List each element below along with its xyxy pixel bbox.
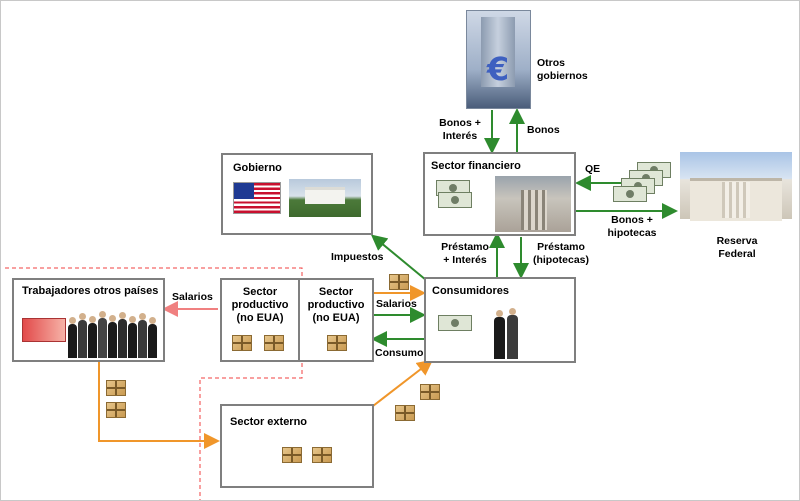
- prestamo-hipotecas-label: Préstamo (hipotecas): [532, 241, 589, 266]
- bank-building-image: [495, 176, 571, 232]
- prestamo-interes-label: Préstamo + Interés: [441, 241, 489, 266]
- arrow-trabajadores-externo: [98, 362, 220, 449]
- sector-externo-title: Sector externo: [230, 416, 308, 428]
- consumidores-title: Consumidores: [432, 285, 510, 297]
- box-crate-icon: [232, 335, 252, 351]
- money-bill-icon: [438, 315, 472, 331]
- box-crate-icon: [395, 405, 415, 421]
- reserva-federal-label: Reserva Federal: [716, 235, 758, 260]
- sector-productivo-title-1: Sector productivo (no EUA): [231, 286, 289, 324]
- salarios-label-2: Salarios: [376, 298, 417, 310]
- sector-productivo-title-2: Sector productivo (no EUA): [307, 286, 365, 324]
- white-house-image: [289, 179, 361, 217]
- sector-financiero-title: Sector financiero: [431, 160, 521, 172]
- gobierno-box: Gobierno: [221, 153, 373, 235]
- workers-group-image: [66, 306, 162, 358]
- box-crate-icon: [106, 380, 126, 396]
- bonos-label: Bonos: [527, 124, 560, 136]
- consumidores-box: Consumidores: [424, 277, 576, 363]
- box-crate-icon: [106, 402, 126, 418]
- box-crate-icon: [264, 335, 284, 351]
- trabajadores-title: Trabajadores otros países: [22, 285, 159, 297]
- sector-financiero-box: Sector financiero: [423, 152, 576, 236]
- box-crate-icon: [389, 274, 409, 290]
- federal-reserve-image: [680, 152, 792, 221]
- consumo-label: Consumo: [375, 347, 424, 359]
- arrow-impuestos: [370, 234, 427, 281]
- trabajadores-box: Trabajadores otros países: [12, 278, 165, 362]
- bonos-interes-label: Bonos + Interés: [439, 117, 481, 142]
- sector-externo-box: Sector externo: [220, 404, 374, 488]
- money-bill-icon: [438, 192, 472, 208]
- impuestos-label: Impuestos: [331, 251, 384, 263]
- box-crate-icon: [282, 447, 302, 463]
- us-flag-icon: [233, 182, 281, 214]
- qe-bill-icon: [613, 186, 647, 202]
- couple-image: [492, 308, 522, 359]
- otros-gobiernos-label: Otros gobiernos: [537, 57, 588, 82]
- qe-label: QE: [585, 163, 601, 175]
- euro-sign-icon: €: [486, 50, 510, 88]
- box-crate-icon: [327, 335, 347, 351]
- yuan-bill-icon: [22, 318, 66, 342]
- bonos-hipotecas-label: Bonos + hipotecas: [607, 214, 657, 239]
- box-crate-icon: [420, 384, 440, 400]
- ecb-building-image: €: [466, 10, 531, 109]
- arrow-externo-consumidores: [372, 359, 434, 407]
- sector-productivo-box-2: Sector productivo (no EUA): [298, 278, 374, 362]
- gobierno-title: Gobierno: [233, 162, 282, 174]
- salarios-label-1: Salarios: [172, 291, 213, 303]
- box-crate-icon: [312, 447, 332, 463]
- sector-productivo-box-1: Sector productivo (no EUA): [220, 278, 300, 362]
- dashed-region-border: [5, 267, 303, 500]
